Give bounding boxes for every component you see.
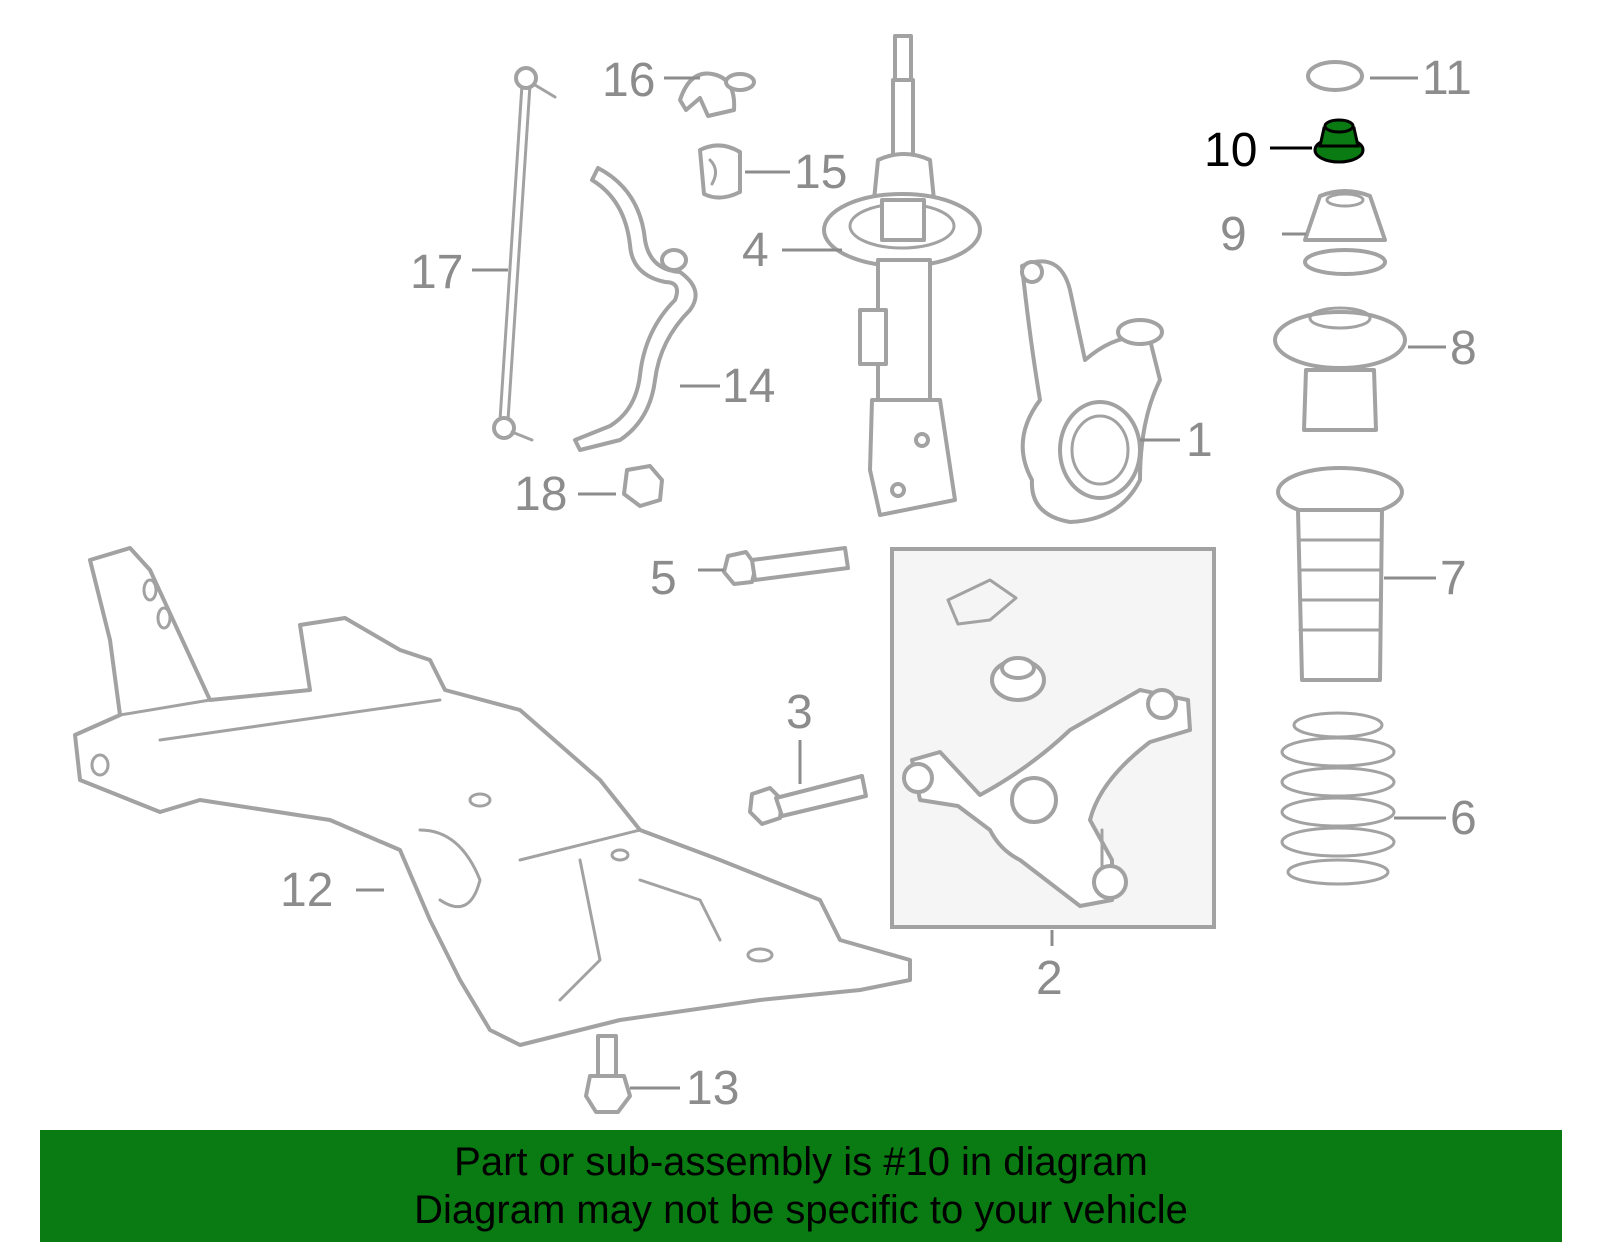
- part-3-bolt: [748, 774, 868, 826]
- part-15-bushing: [698, 143, 742, 200]
- part-6-coil-spring: [1280, 711, 1396, 886]
- callout-1: 1: [1186, 414, 1213, 467]
- callout-13: 13: [686, 1062, 739, 1115]
- callout-11: 11: [1422, 52, 1472, 105]
- part-1-steering-knuckle: [1020, 259, 1164, 524]
- part-9-upper-mount: [1303, 189, 1387, 276]
- part-7-dust-boot: [1276, 466, 1404, 682]
- leader-lines: [356, 76, 1446, 1090]
- callout-5: 5: [650, 552, 677, 605]
- part-11-ring: [1306, 60, 1364, 92]
- part-8-spring-seat: [1273, 306, 1407, 432]
- callout-4: 4: [742, 224, 769, 277]
- part-16-bracket: [678, 71, 756, 118]
- banner-line-2: Diagram may not be specific to your vehi…: [414, 1188, 1188, 1232]
- callout-12: 12: [280, 864, 333, 917]
- part-18-nut: [622, 464, 664, 508]
- part-2-lower-arm-group: [890, 547, 1216, 929]
- callout-9: 9: [1220, 208, 1247, 261]
- part-12-crossmember: [73, 546, 912, 1047]
- callout-8: 8: [1450, 322, 1477, 375]
- banner-line-1: Part or sub-assembly is #10 in diagram: [454, 1140, 1148, 1184]
- callout-18: 18: [514, 468, 567, 521]
- callout-7: 7: [1440, 552, 1467, 605]
- callout-17: 17: [410, 246, 463, 299]
- callout-16: 16: [602, 54, 655, 107]
- callout-14: 14: [722, 360, 775, 413]
- part-17-stabilizer-link: [492, 66, 557, 442]
- part-13-bolt: [584, 1034, 632, 1114]
- callout-15: 15: [794, 146, 847, 199]
- part-4-strut: [822, 34, 982, 517]
- callout-3: 3: [786, 686, 813, 739]
- callout-2: 2: [1036, 952, 1063, 1005]
- callout-10: 10: [1204, 124, 1257, 177]
- callout-6: 6: [1450, 792, 1477, 845]
- info-banner: Part or sub-assembly is #10 in diagram D…: [40, 1130, 1562, 1242]
- part-10-nut-highlighted: [1313, 118, 1365, 164]
- part-5-bolt: [722, 546, 850, 586]
- part-14-stabilizer-bar: [573, 166, 698, 452]
